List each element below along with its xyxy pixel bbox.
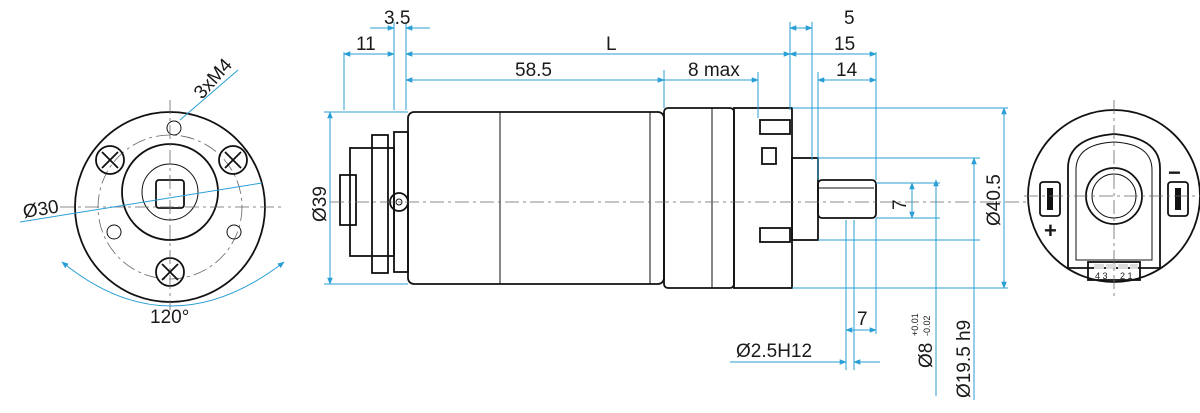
dim-8-max: 8 max (688, 60, 740, 81)
front-screw-right-icon (218, 145, 248, 175)
front-thread-label: 3xM4 (190, 54, 237, 103)
front-screw-left-icon (95, 145, 125, 175)
output-shaft (817, 179, 877, 219)
dim-15: 15 (834, 34, 855, 55)
rear-encoder-board (1067, 133, 1161, 269)
front-m4-hole-right (226, 224, 242, 240)
dim-7-right: 7 (890, 199, 911, 210)
dim-diameter-40-5: Ø40.5 (984, 174, 1005, 226)
side-view: 3.5 11 L 58.5 8 max 5 15 14 Ø39 7 Ø40.5 (310, 8, 1030, 400)
dim-11: 11 (356, 34, 376, 55)
dim-7-bottom: 7 (857, 309, 868, 330)
dim-tolerance-upper: +0.01 (910, 313, 920, 336)
dim-14: 14 (836, 60, 858, 81)
rear-pins-right: 2 1 (1120, 271, 1133, 281)
dim-diameter-19-5: Ø19.5 h9 (954, 320, 975, 398)
front-m4-hole-left (106, 224, 122, 240)
terminal-minus-icon (1167, 181, 1189, 217)
pilot-collar (791, 157, 819, 241)
motor-body (407, 111, 665, 285)
rear-minus-sign: − (1168, 160, 1181, 185)
dim-58-5: 58.5 (515, 60, 552, 81)
terminal-plus-icon (1039, 181, 1061, 217)
dim-diameter-2-5: Ø2.5H12 (736, 341, 812, 362)
dim-tolerance-lower: -0.02 (922, 315, 932, 336)
gearbox-body (663, 107, 735, 289)
dim-3-5: 3.5 (384, 8, 410, 29)
front-view: 3xM4 Ø30 120° (19, 54, 285, 328)
front-diameter-label: Ø30 (21, 197, 60, 223)
rear-plus-sign: + (1044, 218, 1057, 243)
dim-L: L (606, 34, 617, 55)
rear-view: 4 3 2 1 + − (1024, 100, 1200, 300)
dim-5: 5 (844, 8, 855, 29)
dim-diameter-8: Ø8 (916, 343, 937, 368)
front-angle-label: 120° (150, 307, 189, 328)
front-m4-hole-top (166, 120, 182, 136)
rear-pins-left: 4 3 (1095, 271, 1108, 281)
dim-diameter-39: Ø39 (310, 186, 331, 222)
front-flange (733, 107, 793, 289)
rear-connector (339, 174, 357, 226)
